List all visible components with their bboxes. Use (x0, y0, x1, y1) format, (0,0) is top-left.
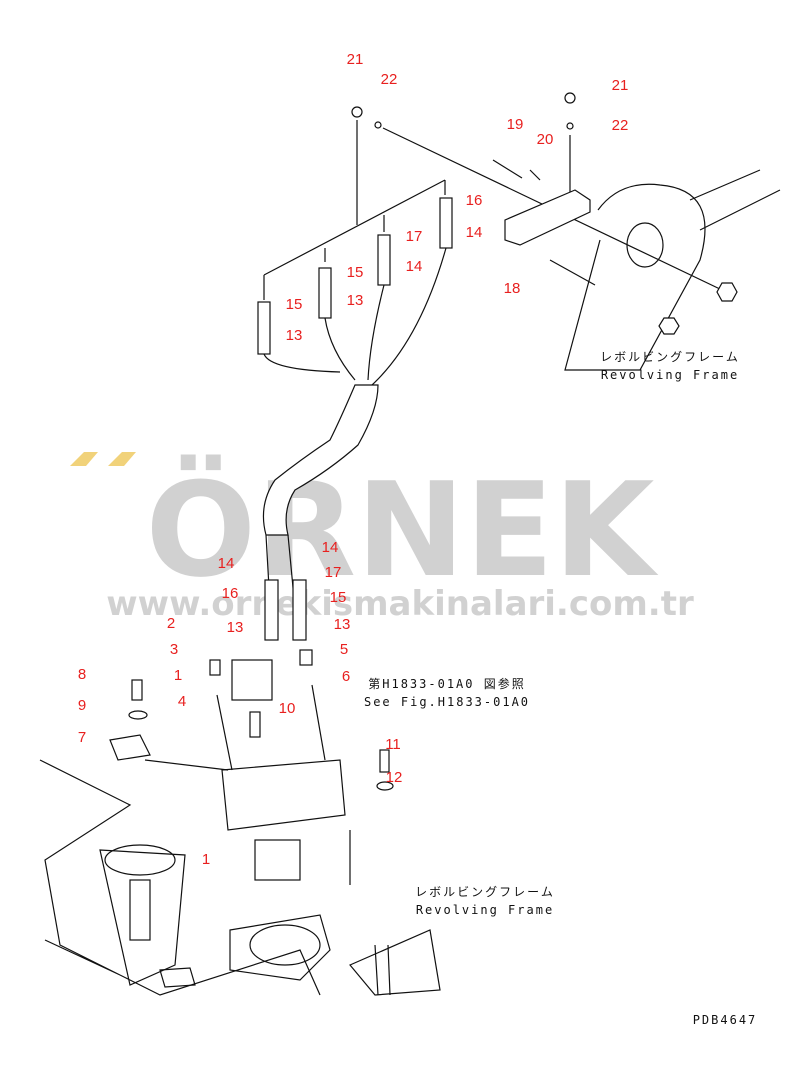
watermark-accent (70, 452, 136, 466)
nut-icon (658, 317, 680, 335)
nut-icon (716, 282, 738, 302)
drawing-code: PDB4647 (693, 1013, 758, 1027)
callout-10: 10 (279, 700, 296, 717)
callout-5: 5 (340, 641, 348, 658)
revolving-frame-jp-label: レボルビングフレーム (600, 350, 740, 364)
callout-13: 13 (347, 292, 364, 309)
callout-11: 11 (385, 736, 401, 753)
callout-16: 16 (466, 192, 483, 209)
callout-14: 14 (322, 539, 339, 556)
callout-13: 13 (334, 616, 351, 633)
hose-fitting (264, 579, 279, 641)
callout-2: 2 (167, 615, 175, 632)
hose-lines (257, 92, 723, 641)
callout-15: 15 (347, 264, 364, 281)
revolving-frame-en-label: Revolving Frame (601, 368, 739, 382)
callout-12: 12 (386, 769, 403, 786)
callout-15: 15 (286, 296, 303, 313)
annotations: レボルビングフレーム Revolving Frame 第H1833-01A0 図… (364, 350, 758, 1027)
o-ring (566, 122, 574, 130)
callout-14: 14 (466, 224, 483, 241)
callout-15: 15 (330, 589, 347, 606)
callout-13: 13 (227, 619, 244, 636)
callout-22: 22 (612, 117, 629, 134)
callout-7: 7 (78, 729, 86, 746)
callouts: 21 22 21 22 19 20 16 14 17 14 15 13 15 1… (78, 51, 629, 868)
callout-21: 21 (612, 77, 629, 94)
hose-fitting (257, 301, 271, 355)
callout-19: 19 (507, 116, 524, 133)
see-fig-en-label: See Fig.H1833-01A0 (364, 695, 530, 709)
watermark-url: www.ornekismakinalari.com.tr (106, 584, 694, 624)
hose-fitting (292, 579, 307, 641)
hose-fitting (318, 267, 332, 319)
callout-21: 21 (347, 51, 364, 68)
callout-17: 17 (406, 228, 423, 245)
callout-4: 4 (178, 693, 186, 710)
callout-16: 16 (222, 585, 239, 602)
protective-sleeve (262, 384, 379, 536)
callout-1: 1 (174, 667, 182, 684)
revolving-frame-jp-label: レボルビングフレーム (415, 885, 555, 899)
callout-22: 22 (381, 71, 398, 88)
elbow-fitting (351, 106, 363, 118)
see-fig-jp-label: 第H1833-01A0 図参照 (368, 676, 525, 691)
junction-block (492, 159, 781, 371)
watermark-brand: ÖRNEK (146, 454, 659, 606)
callout-13: 13 (286, 327, 303, 344)
callout-6: 6 (342, 668, 350, 685)
revolving-frame-en-label: Revolving Frame (416, 903, 554, 917)
revolving-frame-lower (39, 759, 441, 996)
callout-18: 18 (504, 280, 521, 297)
callout-20: 20 (537, 131, 554, 148)
valve-assembly (109, 649, 394, 885)
valve-fittings (209, 649, 313, 881)
callout-1: 1 (202, 851, 210, 868)
hose-fitting (377, 234, 391, 286)
callout-14: 14 (406, 258, 423, 275)
callout-14: 14 (218, 555, 235, 572)
o-ring (374, 121, 382, 129)
callout-17: 17 (325, 564, 342, 581)
callout-9: 9 (78, 697, 86, 714)
callout-3: 3 (170, 641, 178, 658)
watermark: ÖRNEK www.ornekismakinalari.com.tr (70, 452, 694, 624)
elbow-fitting (564, 92, 576, 104)
hose-fitting (439, 197, 453, 249)
callout-8: 8 (78, 666, 86, 683)
